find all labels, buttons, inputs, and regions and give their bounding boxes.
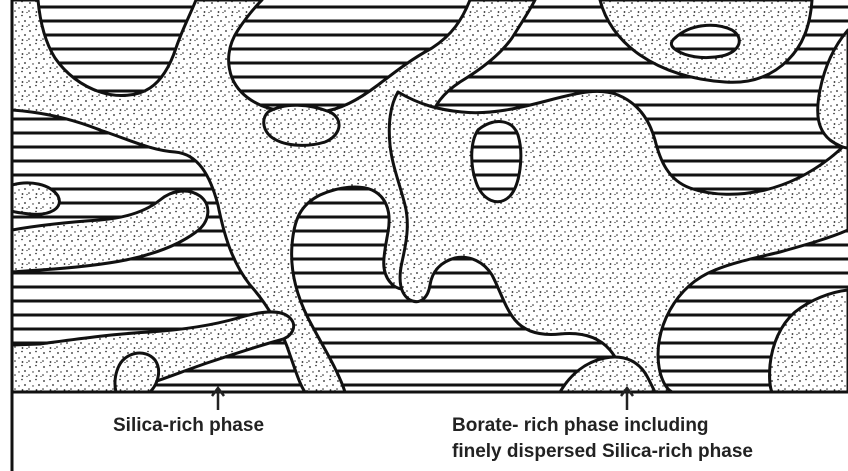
borate-rich-phase-label-line2: finely dispersed Silica-rich phase <box>452 439 753 465</box>
borate-rich-phase-label-line1: Borate- rich phase including <box>452 413 753 439</box>
silica-rich-phase-label: Silica-rich phase <box>113 413 264 439</box>
hatched-island <box>472 122 521 202</box>
stipple-blob <box>264 105 339 145</box>
borate-rich-phase-label: Borate- rich phase including finely disp… <box>452 413 753 465</box>
